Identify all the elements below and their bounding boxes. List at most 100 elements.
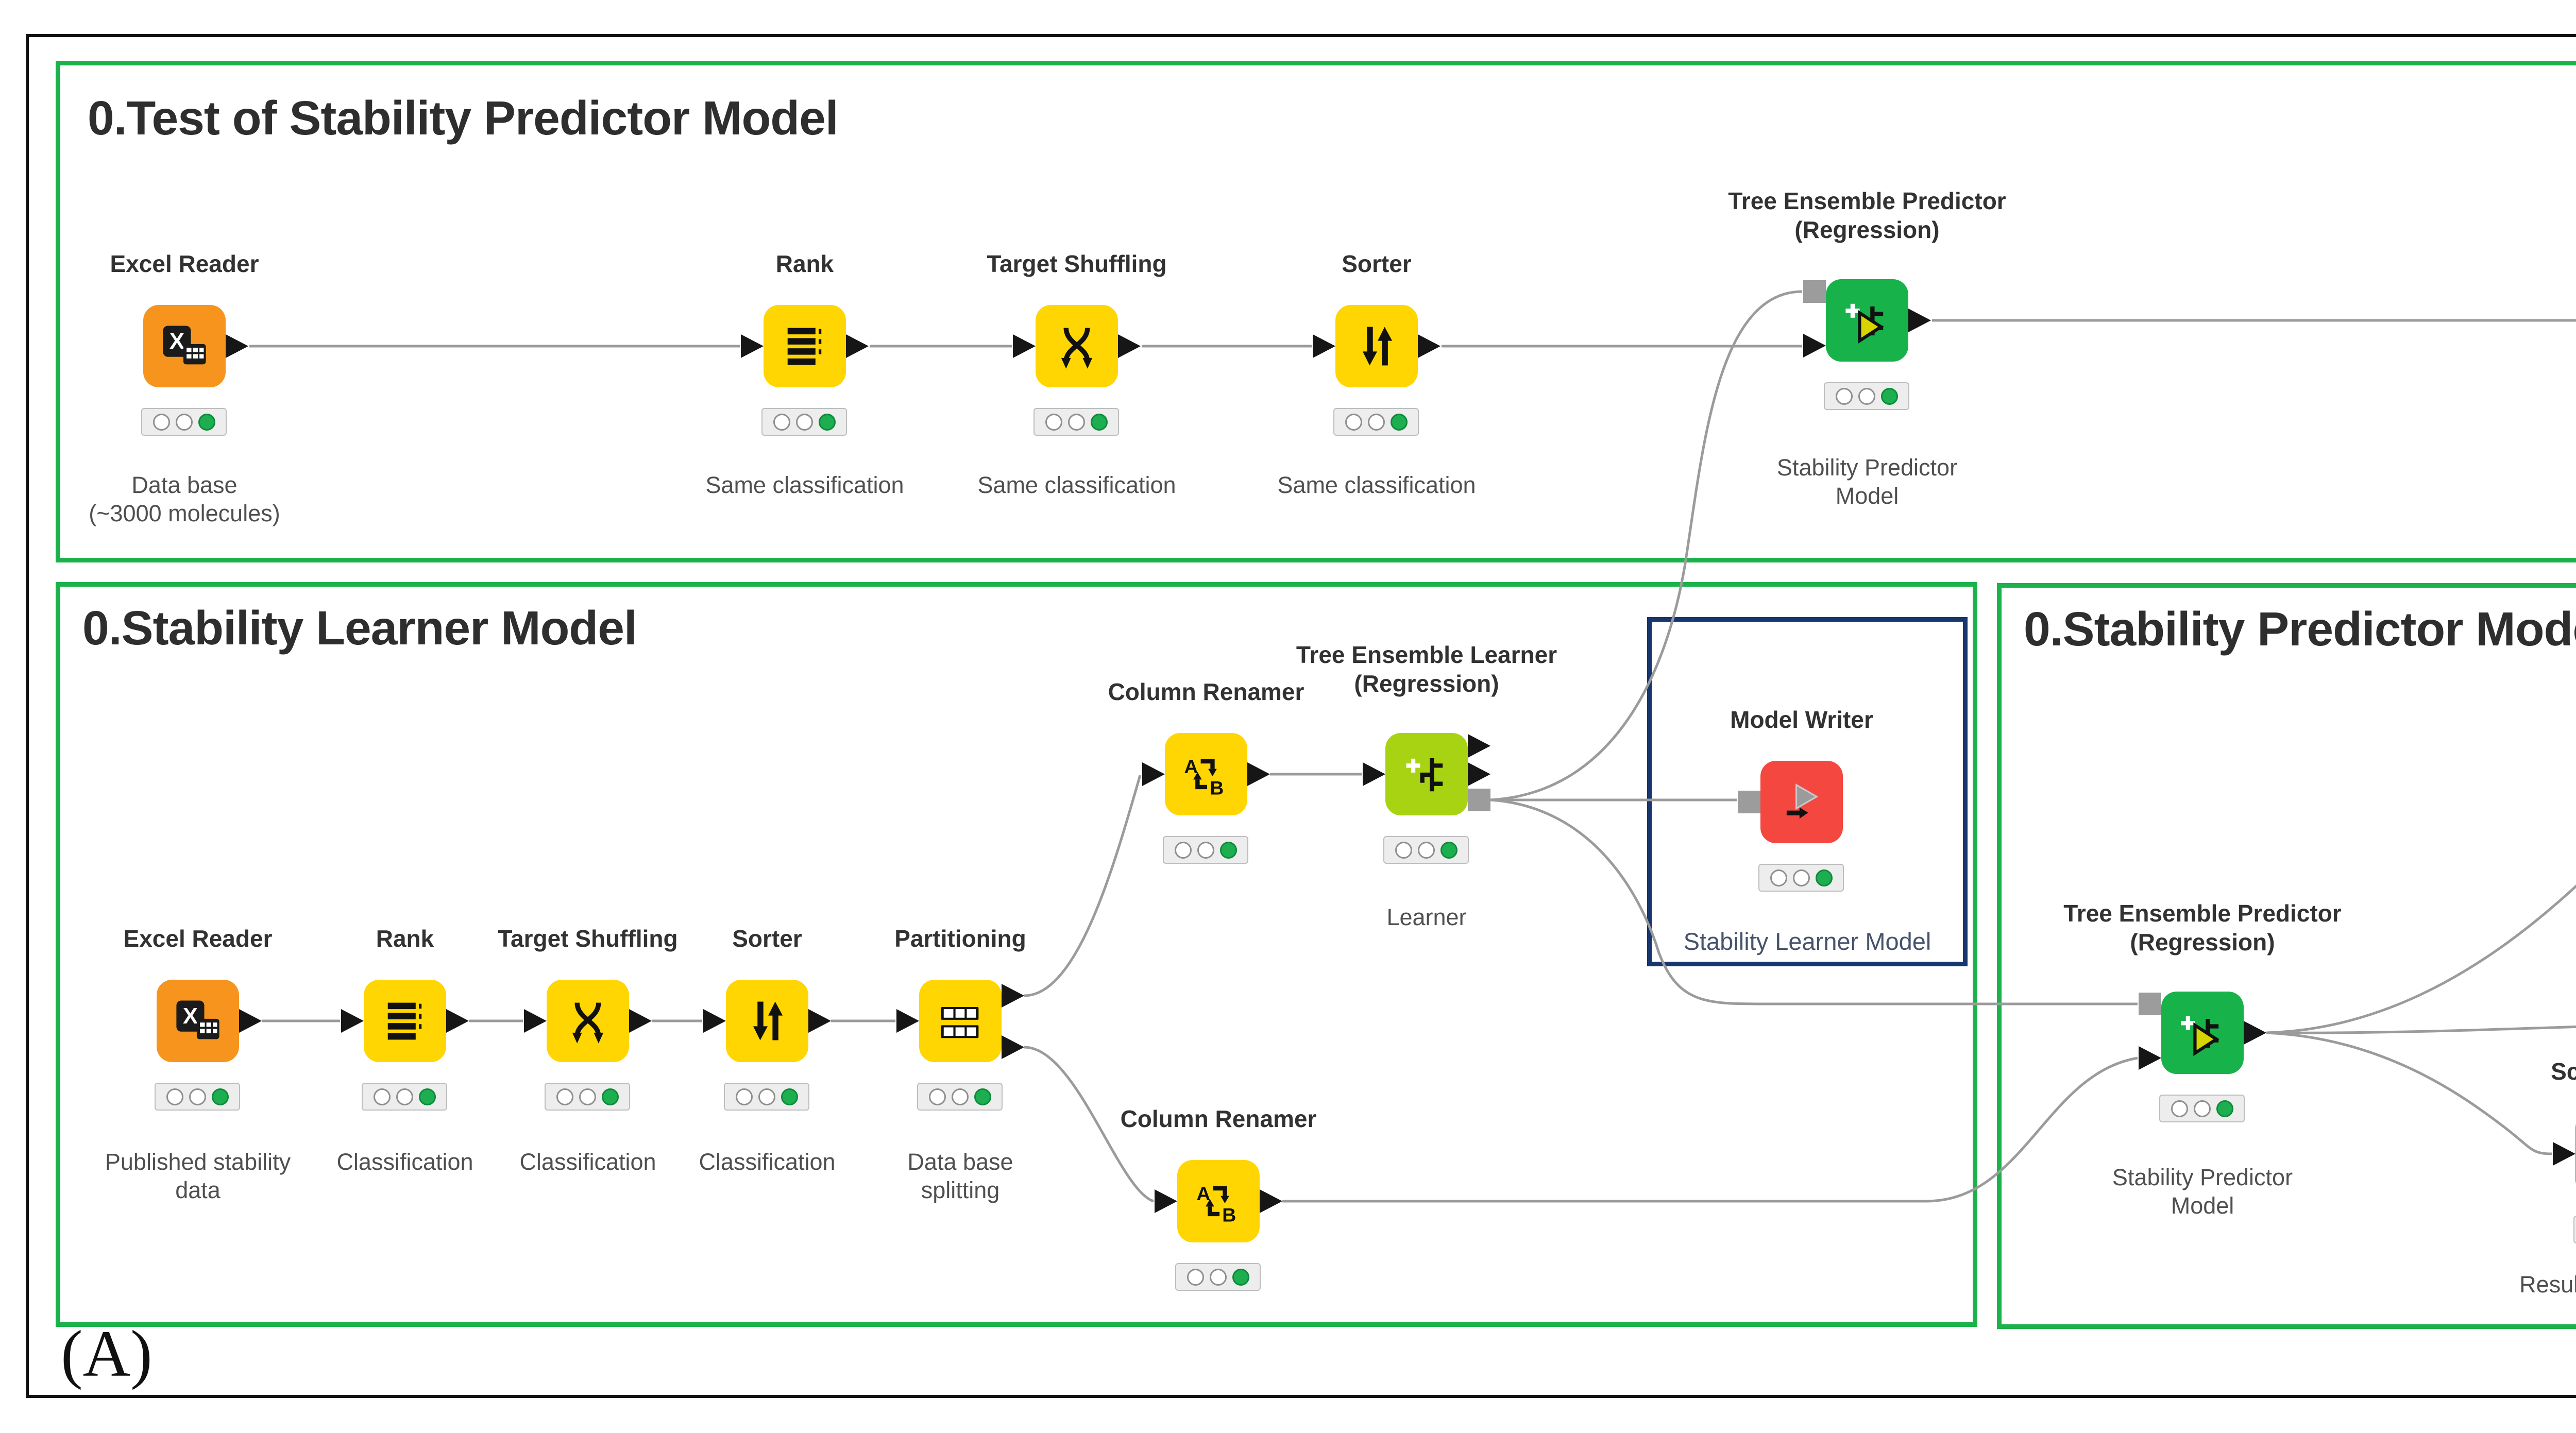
group-box-label: Stability Learner Model xyxy=(1683,928,1931,955)
status-dot xyxy=(1197,841,1214,859)
node-label: Rank xyxy=(775,250,834,277)
output-port[interactable] xyxy=(1247,762,1270,786)
status-traffic-light xyxy=(724,1083,809,1111)
tree-predictor-icon xyxy=(2181,1016,2219,1056)
output-port-middle[interactable] xyxy=(1468,762,1490,786)
output-port-top[interactable] xyxy=(1468,734,1490,758)
tree-ensemble-predictor-node-body[interactable] xyxy=(1803,279,1931,362)
node-caption: Stability Predictor Model xyxy=(1776,454,1958,509)
status-traffic-light xyxy=(141,408,227,436)
excel-reader-node-body[interactable]: X xyxy=(143,305,248,387)
input-port[interactable] xyxy=(1155,1189,1177,1213)
section-title-predictor: 0.Stability Predictor Model xyxy=(2024,602,2576,656)
wire-partitioning-renamer-bottom xyxy=(1024,1046,1154,1203)
status-dot-green xyxy=(1090,413,1108,431)
model-input-port[interactable] xyxy=(2139,993,2161,1015)
column-renamer-node-body[interactable]: A B xyxy=(1142,733,1270,815)
node-label: Target Shuffling xyxy=(498,925,678,952)
model-input-port[interactable] xyxy=(1738,791,1760,813)
input-port[interactable] xyxy=(1142,762,1165,786)
node-caption: Classification xyxy=(336,1149,473,1175)
input-port[interactable] xyxy=(1363,762,1385,786)
model-writer-node-body[interactable] xyxy=(1738,761,1843,843)
status-dot xyxy=(2171,1100,2188,1117)
output-port[interactable] xyxy=(808,1009,831,1033)
input-port[interactable] xyxy=(741,334,764,358)
status-dot-green xyxy=(198,413,215,431)
status-traffic-light xyxy=(2159,1095,2245,1122)
output-port[interactable] xyxy=(1908,309,1931,332)
status-traffic-light xyxy=(1383,836,1469,864)
data-input-port[interactable] xyxy=(2139,1046,2161,1070)
input-port[interactable] xyxy=(1313,334,1335,358)
partitioning-node-body[interactable] xyxy=(896,980,1024,1062)
input-port[interactable] xyxy=(341,1009,364,1033)
node-caption: Stability Predictor Model xyxy=(2112,1164,2293,1219)
status-dot xyxy=(396,1088,413,1105)
target-shuffling-node-body[interactable] xyxy=(524,980,652,1062)
output-port-bottom[interactable] xyxy=(1002,1035,1024,1059)
status-dot-green xyxy=(974,1088,991,1105)
status-dot-green xyxy=(1440,841,1458,859)
sort-icon xyxy=(753,1001,783,1040)
input-port[interactable] xyxy=(2553,1142,2575,1166)
status-traffic-light xyxy=(1175,1263,1261,1291)
node-label: Rank xyxy=(376,925,434,952)
data-input-port[interactable] xyxy=(1803,334,1826,357)
status-traffic-light xyxy=(761,408,847,436)
tree-ensemble-learner-node-body[interactable] xyxy=(1363,733,1490,815)
model-output-port[interactable] xyxy=(1468,789,1490,811)
status-dot xyxy=(189,1088,206,1105)
target-shuffling-node-body[interactable] xyxy=(1013,305,1141,387)
node-caption: Same classification xyxy=(977,472,1176,498)
column-renamer-node-body[interactable]: A B xyxy=(1155,1160,1282,1242)
partition-icon xyxy=(941,1006,979,1038)
sorter-node-body[interactable] xyxy=(1313,305,1440,387)
node-caption: Test Excel xyxy=(2501,443,2576,472)
output-port[interactable] xyxy=(1260,1189,1282,1213)
section-stability-learner xyxy=(56,582,1977,1327)
svg-text:A: A xyxy=(1184,756,1198,777)
output-port[interactable] xyxy=(1118,334,1141,358)
node-caption: Same classification xyxy=(705,472,904,498)
rank-node-body[interactable] xyxy=(741,305,869,387)
output-port[interactable] xyxy=(226,334,248,358)
node-label: Column Renamer xyxy=(1108,678,1304,705)
rename-icon: A B xyxy=(1184,756,1224,799)
status-dot xyxy=(773,413,790,431)
status-dot xyxy=(1174,841,1192,859)
node-label: Sorter xyxy=(1342,250,1412,277)
wire-learner-model-to-top-predictor xyxy=(1490,290,1803,801)
svg-text:X: X xyxy=(183,1003,198,1029)
status-dot xyxy=(951,1088,969,1105)
sorter-node-body[interactable] xyxy=(703,980,831,1062)
rank-node-body[interactable] xyxy=(341,980,469,1062)
output-port[interactable] xyxy=(1418,334,1440,358)
rename-icon: A B xyxy=(1196,1183,1236,1226)
svg-text:B: B xyxy=(1222,1204,1236,1226)
input-port[interactable] xyxy=(896,1009,919,1033)
model-input-port[interactable] xyxy=(1803,280,1826,303)
status-dot-green xyxy=(1815,869,1833,886)
svg-text:A: A xyxy=(1196,1183,1210,1204)
output-port[interactable] xyxy=(239,1009,262,1033)
output-port[interactable] xyxy=(2244,1021,2266,1045)
output-port[interactable] xyxy=(629,1009,652,1033)
status-dot xyxy=(735,1088,753,1105)
tree-ensemble-predictor-node-body[interactable] xyxy=(2139,992,2266,1074)
input-port[interactable] xyxy=(524,1009,547,1033)
output-port[interactable] xyxy=(446,1009,469,1033)
tree-predictor-icon xyxy=(1845,303,1884,344)
node-label: Excel Reader xyxy=(123,925,273,952)
input-port[interactable] xyxy=(703,1009,726,1033)
excel-reader-node-body[interactable]: X xyxy=(157,980,262,1062)
status-dot xyxy=(166,1088,183,1105)
status-traffic-light xyxy=(1824,382,1909,410)
status-traffic-light xyxy=(155,1083,240,1111)
output-port[interactable] xyxy=(846,334,869,358)
output-port-top[interactable] xyxy=(1002,984,1024,1008)
input-port[interactable] xyxy=(1013,334,1036,358)
status-dot xyxy=(1187,1268,1204,1286)
status-traffic-light xyxy=(545,1083,630,1111)
